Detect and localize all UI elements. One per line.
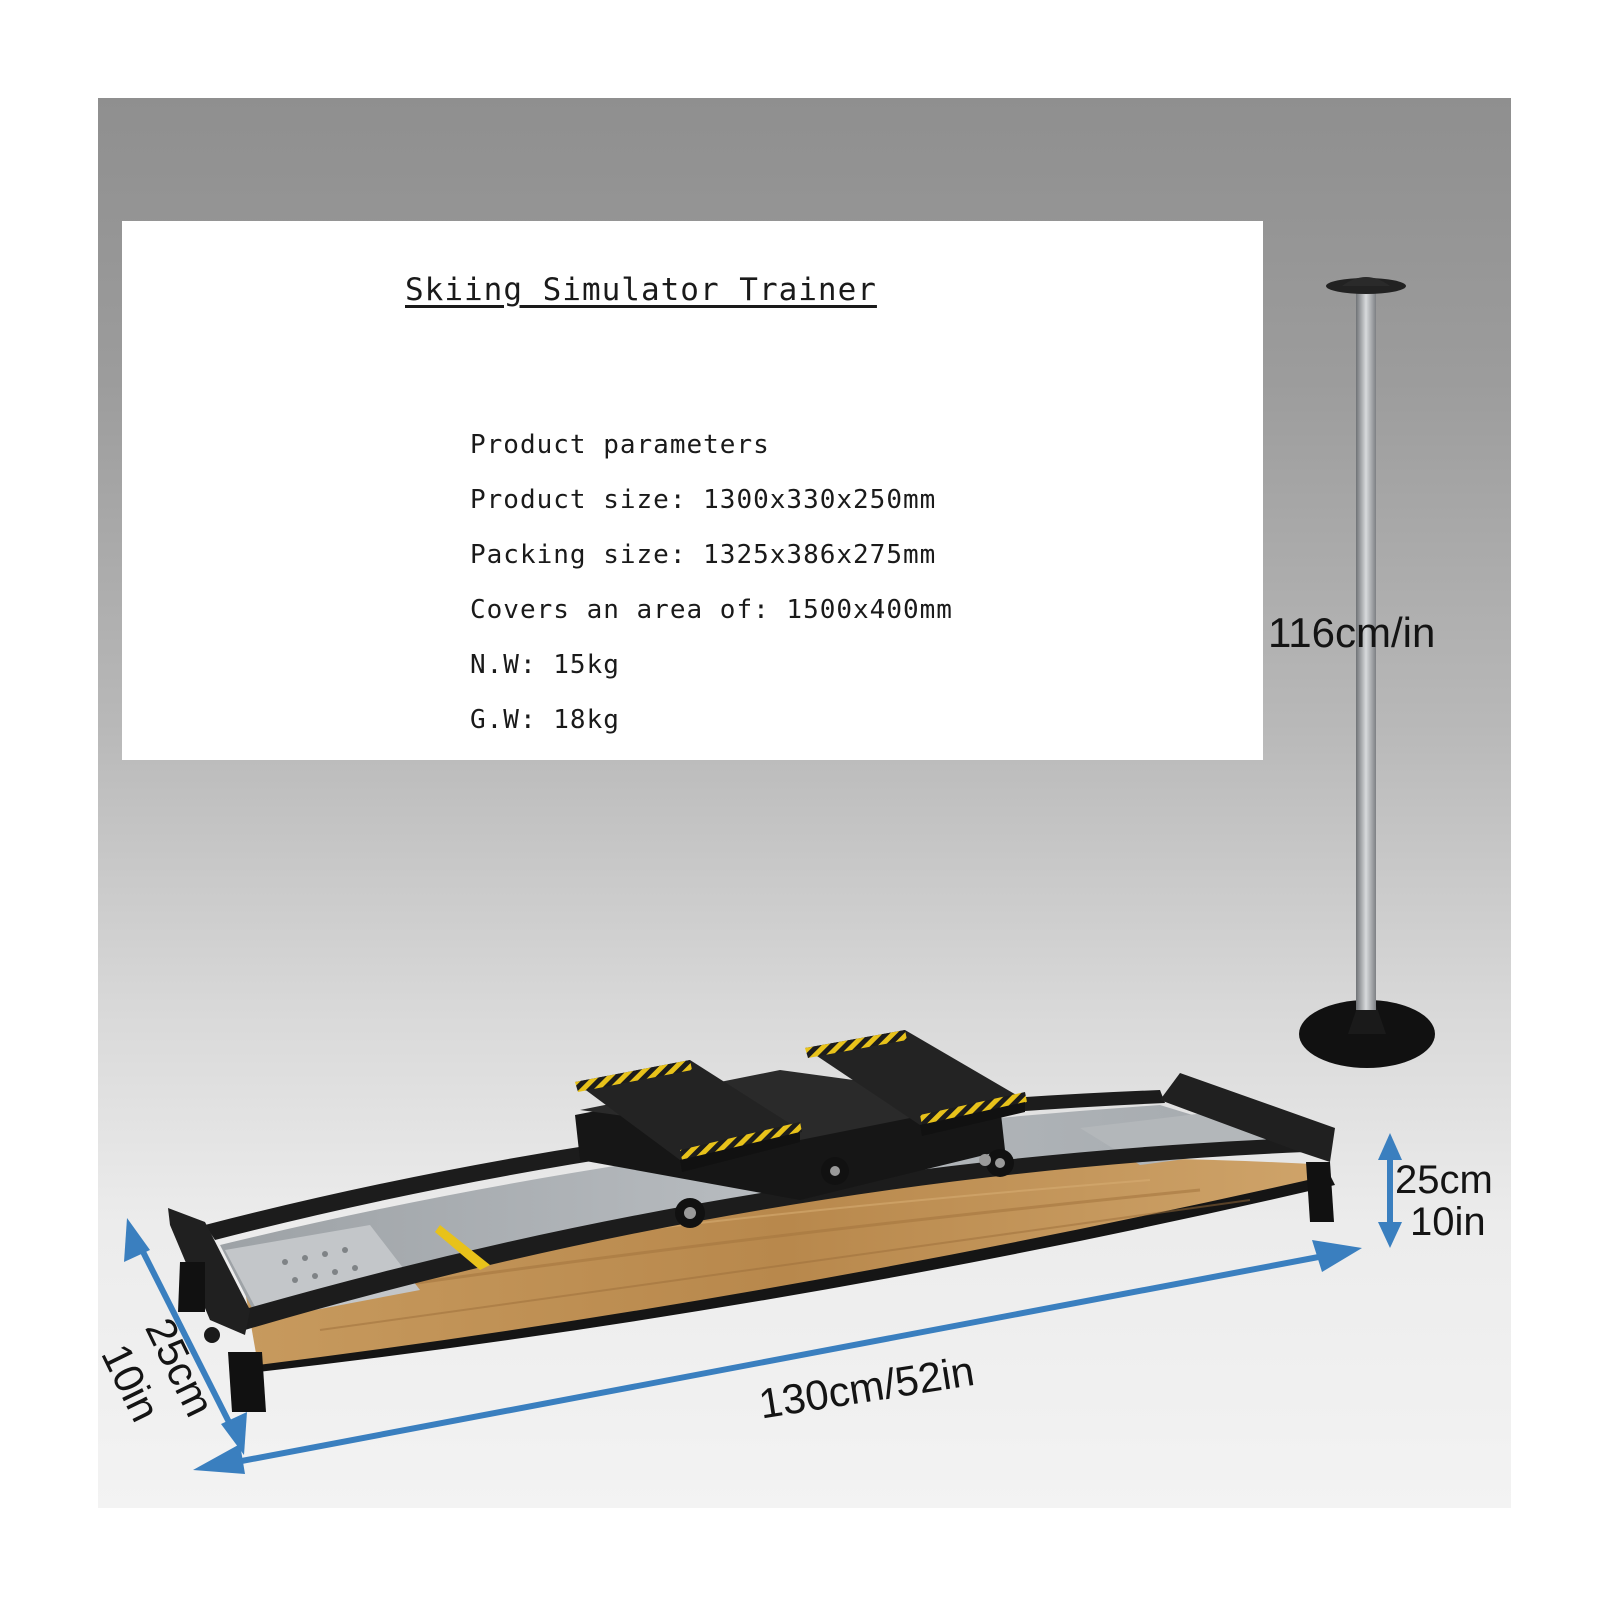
rear-rail xyxy=(205,1090,1165,1240)
spec-product-size: Product size: 1300x330x250mm xyxy=(470,485,937,515)
length-arrow xyxy=(209,1249,1346,1470)
pole-shaft xyxy=(1356,292,1376,1010)
front-rail xyxy=(235,1138,1305,1330)
foot-rear-left xyxy=(178,1262,205,1312)
spec-net-weight: N.W: 15kg xyxy=(470,650,620,680)
pole-height-label: 116cm/in xyxy=(1268,609,1436,656)
height-cm-label: 25cm xyxy=(1395,1158,1493,1202)
foot-front-right xyxy=(1306,1162,1334,1222)
right-foot-pedal xyxy=(805,1030,1027,1136)
spec-card xyxy=(122,221,1263,760)
spec-gross-weight: G.W: 18kg xyxy=(470,705,620,735)
spec-title: Skiing Simulator Trainer xyxy=(405,272,877,308)
spec-packing-size: Packing size: 1325x386x275mm xyxy=(470,540,937,570)
foot-front-left xyxy=(228,1352,266,1412)
spec-area: Covers an area of: 1500x400mm xyxy=(470,595,953,625)
right-end-cap xyxy=(1160,1073,1335,1162)
balance-pole xyxy=(1299,277,1435,1068)
dimension-arrows xyxy=(124,1133,1402,1474)
left-end-cap xyxy=(168,1208,250,1335)
simulator-base xyxy=(168,1073,1335,1412)
spec-heading: Product parameters xyxy=(470,430,770,460)
left-foot-pedal xyxy=(575,1060,802,1172)
width-arrow xyxy=(130,1230,241,1442)
height-in-label: 10in xyxy=(1410,1200,1486,1244)
